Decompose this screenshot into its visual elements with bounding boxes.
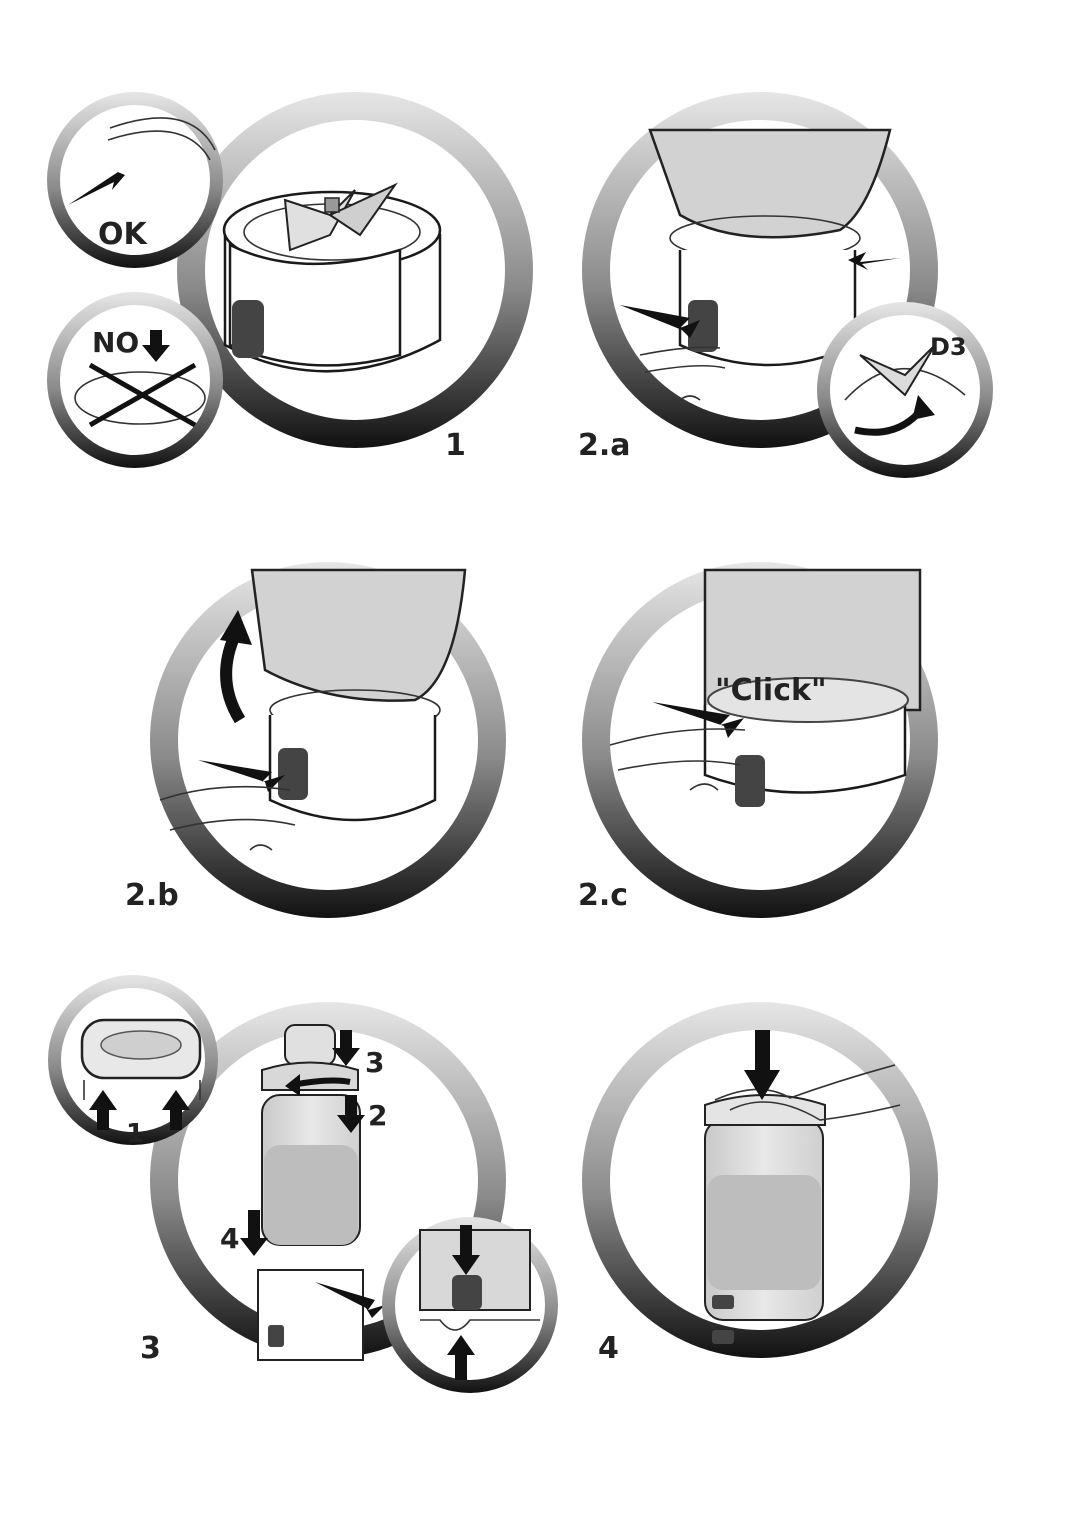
up-arrow-icon [89, 1090, 117, 1130]
panel-step-3: 3 2 4 1 3 [48, 975, 558, 1393]
down-arrow-icon [240, 1210, 268, 1256]
jar-locked-illustration: "Click" [609, 568, 922, 807]
step-number: 2.a [578, 428, 631, 463]
arrow-icon [68, 168, 125, 205]
step-number: 2.c [578, 878, 628, 913]
down-arrow-icon [744, 1030, 780, 1100]
blade-base-illustration [222, 182, 442, 373]
arrow-label-4: 4 [220, 1222, 239, 1255]
callout-lid: 1 [48, 975, 218, 1149]
arrow-icon [198, 760, 285, 792]
up-arrow-icon [220, 610, 252, 645]
arrow-icon [315, 1282, 385, 1318]
d3-label: D3 [930, 333, 967, 361]
jar-remove-illustration [159, 568, 467, 851]
up-arrow-icon [162, 1090, 190, 1130]
arrow-icon [848, 252, 900, 270]
no-label: NO [92, 326, 139, 359]
panel-step-1: OK NO 1 [47, 92, 533, 468]
bottle-assembly-illustration: 3 2 4 [220, 1024, 387, 1361]
jar-attach-illustration [620, 128, 900, 401]
step-number: 1 [445, 428, 466, 463]
step-number: 3 [140, 1331, 161, 1366]
down-arrow-icon [332, 1030, 360, 1066]
callout-ok: OK [47, 92, 223, 268]
down-arrow-icon [452, 1225, 480, 1275]
bottle-press-illustration [704, 1030, 901, 1344]
arrow-label-2: 2 [368, 1099, 387, 1132]
panel-step-2a: D3 2.a [578, 92, 993, 478]
arrow-icon [620, 305, 700, 338]
callout-number: 1 [126, 1119, 144, 1149]
ok-label: OK [98, 217, 149, 252]
step-number: 2.b [125, 878, 179, 913]
down-arrow-icon [142, 330, 170, 362]
down-arrow-icon [337, 1095, 365, 1133]
arrow-label-3: 3 [365, 1046, 384, 1079]
up-arrow-icon [447, 1335, 475, 1380]
clic-button-icon [232, 300, 264, 358]
callout-d3: D3 [817, 302, 993, 478]
click-sound-label: "Click" [715, 673, 827, 708]
panel-step-2b: 2.b [125, 562, 506, 918]
callout-lock [382, 1217, 558, 1393]
panel-step-2c: "Click" 2.c [578, 562, 938, 918]
step-number: 4 [598, 1331, 619, 1366]
panel-step-4: 4 [582, 1002, 938, 1366]
callout-no: NO [47, 292, 223, 468]
